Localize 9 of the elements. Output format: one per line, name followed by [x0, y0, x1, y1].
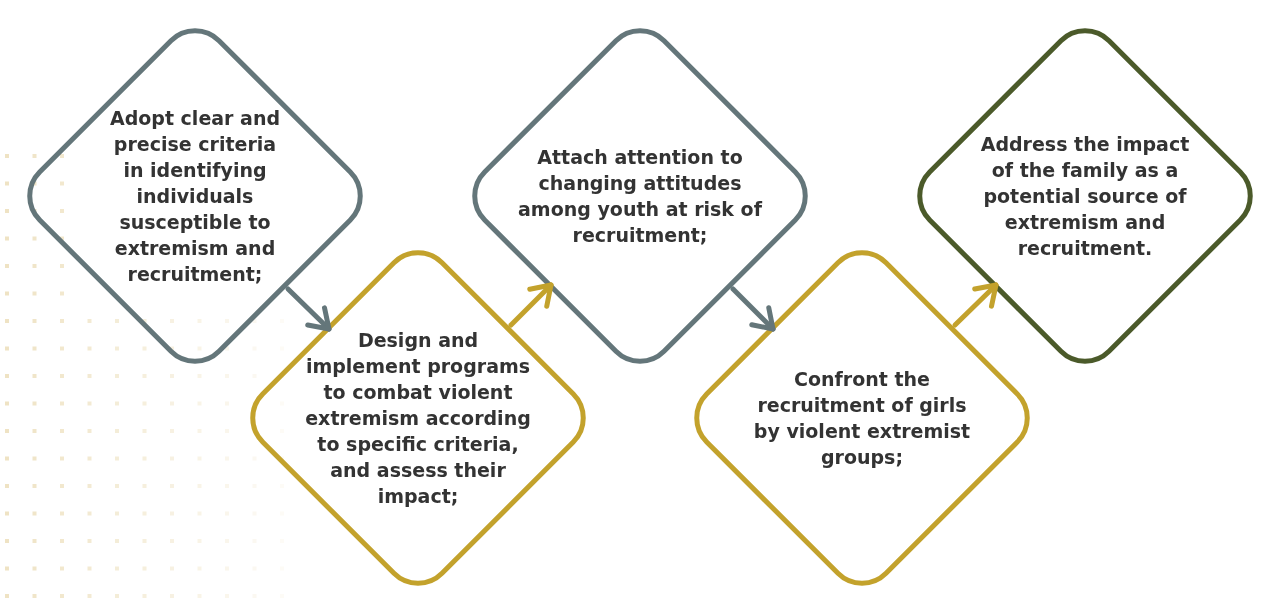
- arrow: [952, 282, 999, 328]
- arrow: [508, 282, 554, 328]
- step-text: Attach attention to changing attitudes among youth at risk of recruitment;: [517, 145, 764, 248]
- step-text: Adopt clear and precise criteria in identifying individuals susceptible to extremism and recruitment;: [108, 106, 282, 287]
- arrow: [285, 286, 332, 332]
- step-text: Design and implement programs to combat violent extremism according to specific criteria, and assess their impact;: [304, 328, 532, 509]
- step-text: Confront the recruitment of girls by violent extremist groups;: [752, 367, 972, 470]
- arrow: [730, 286, 776, 332]
- step-text: Address the impact of the family as a potential source of extremism and recruitment.: [979, 132, 1191, 261]
